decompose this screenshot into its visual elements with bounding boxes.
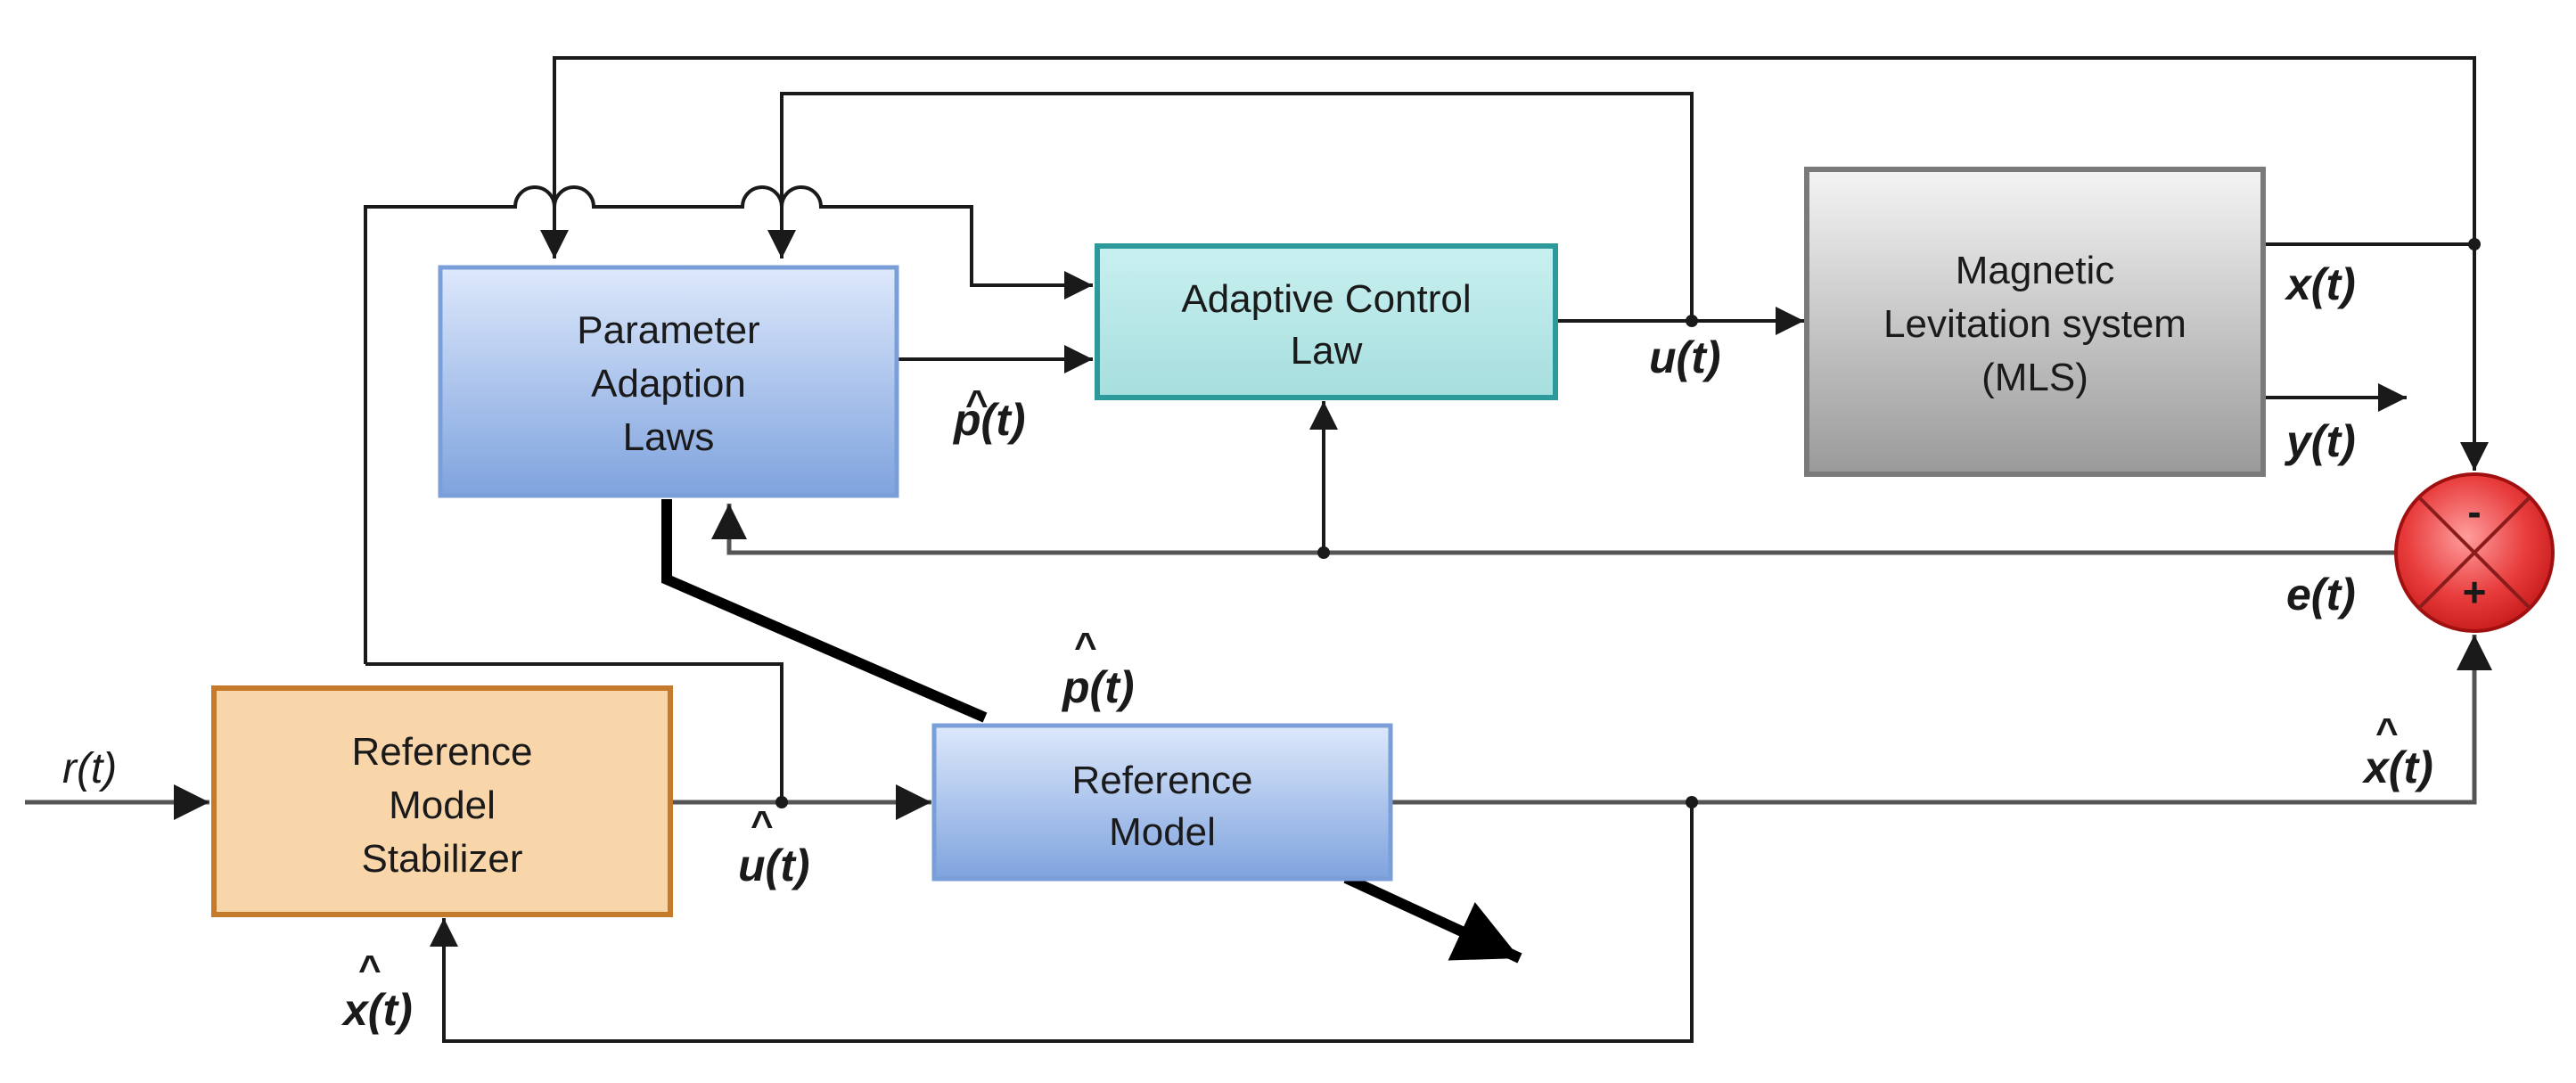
summing-junction: - + <box>2394 472 2555 633</box>
hat-u: ^ <box>751 803 774 847</box>
signal-y: y(t) <box>2284 416 2356 466</box>
signal-x-hat-right: x(t) <box>2361 743 2433 792</box>
junction-u <box>1686 315 1698 327</box>
wire-xhat-feedback <box>430 802 1694 1043</box>
hat-x-bottom: ^ <box>358 948 381 991</box>
wire-e <box>711 504 2398 555</box>
wire-u-feedback <box>767 92 1694 317</box>
reference-model-block: Reference Model <box>931 723 1393 882</box>
junction-xhat <box>1686 796 1698 808</box>
stabilizer-line1: Reference <box>351 730 532 774</box>
wire-x-top-loop <box>540 56 2476 258</box>
wire-param-thick <box>661 499 988 723</box>
signal-u-hat: u(t) <box>738 841 810 890</box>
parameter-adaption-line1: Parameter <box>577 308 759 352</box>
signal-u: u(t) <box>1649 332 1721 382</box>
junction-e <box>1317 546 1330 559</box>
wire-xhat <box>1392 635 2492 805</box>
hat-x-right: ^ <box>2375 710 2399 754</box>
signal-p-hat-top: p(t) <box>952 395 1026 445</box>
signal-x-hat-bottom: x(t) <box>340 985 413 1035</box>
junction-uhat <box>775 796 788 808</box>
mls-block: Magnetic Levitation system (MLS) <box>1804 167 2266 477</box>
reference-model-stabilizer-block: Reference Model Stabilizer <box>211 685 673 917</box>
adaptive-control-line2: Law <box>1291 329 1363 373</box>
sum-minus-sign: - <box>2467 488 2481 535</box>
wire-uhat-left <box>365 662 783 802</box>
junction-x <box>2468 238 2481 250</box>
reference-model-line2: Model <box>1109 810 1216 854</box>
stabilizer-line3: Stabilizer <box>362 837 523 881</box>
adaptive-control-line1: Adaptive Control <box>1181 277 1471 321</box>
wire-param-out <box>1343 873 1522 964</box>
parameter-adaption-line3: Laws <box>623 415 715 459</box>
adaptive-control-block: Adaptive Control Law <box>1095 243 1558 400</box>
stabilizer-line2: Model <box>389 784 496 827</box>
parameter-adaption-line2: Adaption <box>591 362 746 406</box>
sum-plus-sign: + <box>2463 569 2487 615</box>
signal-r: r(t) <box>62 745 117 792</box>
hat-p-mid: ^ <box>1074 625 1097 669</box>
mls-line1: Magnetic <box>1956 249 2115 292</box>
hat-p-top: ^ <box>965 382 989 426</box>
signal-x: x(t) <box>2284 259 2356 309</box>
signal-p-hat-mid: p(t) <box>1061 662 1135 712</box>
mls-line3: (MLS) <box>1981 356 2088 399</box>
reference-model-line1: Reference <box>1071 759 1252 802</box>
mls-line2: Levitation system <box>1883 302 2186 346</box>
parameter-adaption-block: Parameter Adaption Laws <box>438 265 899 498</box>
signal-e: e(t) <box>2286 570 2356 619</box>
wire-uhat-upper <box>364 185 1093 664</box>
